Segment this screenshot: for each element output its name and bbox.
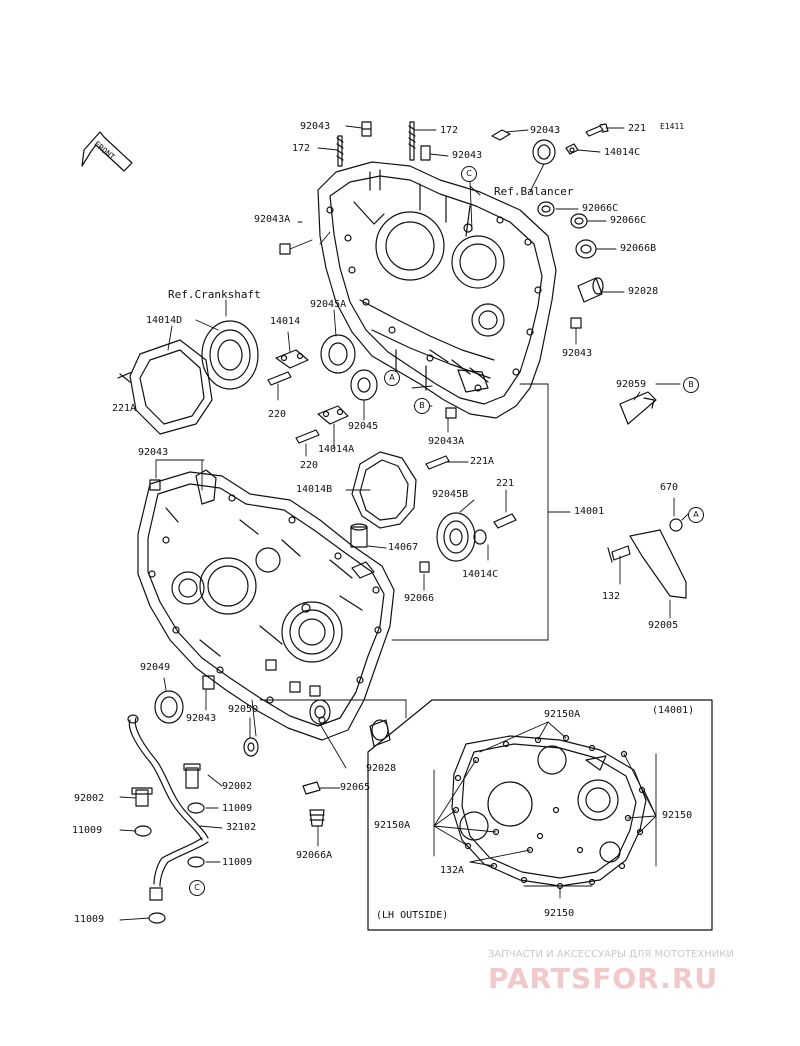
label-221: 221 <box>628 123 647 134</box>
front-arrow-icon <box>81 131 133 172</box>
label-92043a: 92043A <box>254 214 291 225</box>
label-92043: 92043 <box>300 121 331 132</box>
label-92045b: 92045B <box>432 489 469 500</box>
label-14014c: 14014C <box>462 569 499 580</box>
label-92043: 92043 <box>452 150 483 161</box>
label-92043: 92043 <box>530 125 561 136</box>
label-lh-outside: (LH OUTSIDE) <box>376 910 449 921</box>
callout-a: A <box>688 507 704 523</box>
label-ref-balancer: Ref.Balancer <box>494 185 574 198</box>
label-92045: 92045 <box>348 421 379 432</box>
label-14014b: 14014B <box>296 484 333 495</box>
label-92066c: 92066C <box>582 203 619 214</box>
watermark-tagline: ЗАПЧАСТИ И АКСЕССУАРЫ ДЛЯ МОТОТЕХНИКИ <box>488 949 734 960</box>
label-92002: 92002 <box>74 793 105 804</box>
label-92065: 92065 <box>340 782 371 793</box>
label-92150: 92150 <box>544 908 575 919</box>
label-220: 220 <box>268 409 287 420</box>
callout-b: B <box>683 377 699 393</box>
callout-a: A <box>384 370 400 386</box>
lower-small-parts <box>127 675 391 924</box>
bearings-left <box>117 320 378 444</box>
callout-c: C <box>189 880 205 896</box>
label-11009: 11009 <box>222 857 253 868</box>
label-92050: 92050 <box>228 704 259 715</box>
label-172: 172 <box>440 125 459 136</box>
label-92059: 92059 <box>616 379 647 390</box>
label-92066c: 92066C <box>610 215 647 226</box>
label-14014d: 14014D <box>146 315 183 326</box>
label-221a: 221A <box>112 403 137 414</box>
label-220: 220 <box>300 460 319 471</box>
label-11009: 11009 <box>222 803 253 814</box>
label-92043: 92043 <box>562 348 593 359</box>
label-92043: 92043 <box>138 447 169 458</box>
label-92002: 92002 <box>222 781 253 792</box>
leader-lines <box>119 125 689 921</box>
inset-ref-label: (14001) <box>652 705 695 716</box>
label-32102: 32102 <box>226 822 257 833</box>
inset-frame <box>367 699 713 931</box>
label-92066a: 92066A <box>296 850 333 861</box>
label-92150a: 92150A <box>544 709 581 720</box>
lower-crankcase <box>137 469 395 741</box>
callout-b: B <box>414 398 430 414</box>
label-14014: 14014 <box>270 316 301 327</box>
label-92043: 92043 <box>186 713 217 724</box>
label-92150a: 92150A <box>374 820 411 831</box>
upper-small-parts <box>279 121 657 425</box>
label-132a: 132A <box>440 865 465 876</box>
diagram-code: E1411 <box>660 122 685 131</box>
label-92028: 92028 <box>628 286 659 297</box>
label-132: 132 <box>602 591 621 602</box>
middle-right-parts <box>350 451 687 599</box>
label-11009: 11009 <box>72 825 103 836</box>
label-14014c: 14014C <box>604 147 641 158</box>
label-11009: 11009 <box>74 914 105 925</box>
watermark-brand: PARTSFOR.RU <box>488 962 719 995</box>
label-14014a: 14014A <box>318 444 355 455</box>
label-14001: 14001 <box>574 506 605 517</box>
label-92045a: 92045A <box>310 299 347 310</box>
label-92028: 92028 <box>366 763 397 774</box>
label-172: 172 <box>292 143 311 154</box>
label-92005: 92005 <box>648 620 679 631</box>
label-670: 670 <box>660 482 679 493</box>
label-ref-crankshaft: Ref.Crankshaft <box>168 288 261 301</box>
label-92150: 92150 <box>662 810 693 821</box>
callout-c: C <box>461 166 477 182</box>
label-14067: 14067 <box>388 542 419 553</box>
upper-crankcase <box>317 161 557 419</box>
label-92066b: 92066B <box>620 243 657 254</box>
label-221a: 221A <box>470 456 495 467</box>
label-92066: 92066 <box>404 593 435 604</box>
label-92049: 92049 <box>140 662 171 673</box>
label-92043a: 92043A <box>428 436 465 447</box>
label-221: 221 <box>496 478 515 489</box>
